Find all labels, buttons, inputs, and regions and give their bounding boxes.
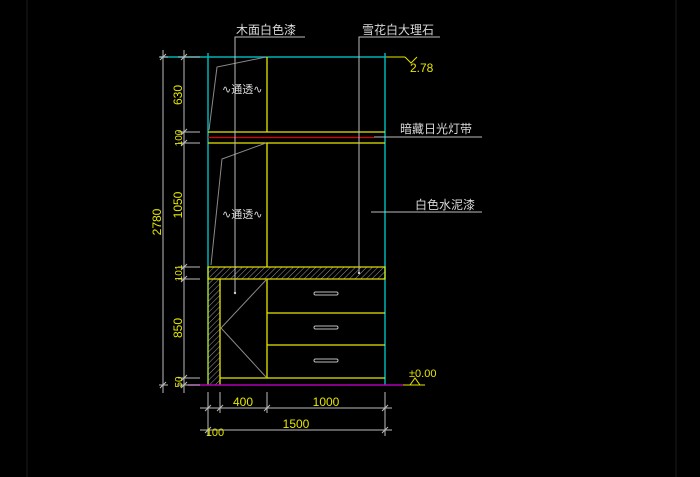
- drawer-handle-3: [313, 358, 339, 363]
- dim-50: 50: [174, 376, 185, 388]
- label-open-middle: ∿通透∿: [222, 208, 262, 221]
- top-elevation: 2.78: [410, 61, 434, 75]
- floor-elevation-marker-icon: [409, 377, 421, 386]
- door-swing-indicator: [220, 279, 267, 378]
- dim-630: 630: [171, 85, 185, 105]
- dim-100: 100: [174, 129, 185, 146]
- marble-countertop: [207, 266, 386, 280]
- dim-1050: 1050: [171, 191, 185, 218]
- glass-indicator-middle: [210, 142, 267, 266]
- dim-100-width: 100: [206, 427, 224, 439]
- leader-wood-paint: [234, 36, 305, 293]
- leader-marble: [358, 36, 440, 273]
- dim-1000: 1000: [313, 395, 340, 409]
- glass-indicator-upper: [208, 56, 267, 131]
- dim-400: 400: [233, 395, 253, 409]
- side-panel: [207, 278, 221, 386]
- dim-ticks-horizontal: [204, 392, 389, 436]
- top-elevation-marker-icon: [404, 56, 418, 64]
- label-open-upper: ∿通透∿: [222, 83, 262, 96]
- floor-elevation: ±0.00: [409, 368, 436, 380]
- drawer-handle-2: [313, 325, 339, 330]
- dim-850: 850: [171, 318, 185, 338]
- leader-dot: [233, 291, 237, 295]
- label-wood-paint: 木面白色漆: [236, 22, 296, 37]
- dim-ticks-vertical: [159, 53, 200, 389]
- dim-1500: 1500: [283, 417, 310, 431]
- leader-dot: [357, 271, 361, 275]
- dim-101: 101: [174, 264, 185, 281]
- dim-total-height: 2780: [150, 208, 164, 235]
- label-hidden-light: 暗藏日光灯带: [400, 121, 472, 136]
- drawer-handle-1: [313, 291, 339, 296]
- label-marble: 雪花白大理石: [362, 22, 434, 37]
- label-cement-paint: 白色水泥漆: [415, 197, 475, 212]
